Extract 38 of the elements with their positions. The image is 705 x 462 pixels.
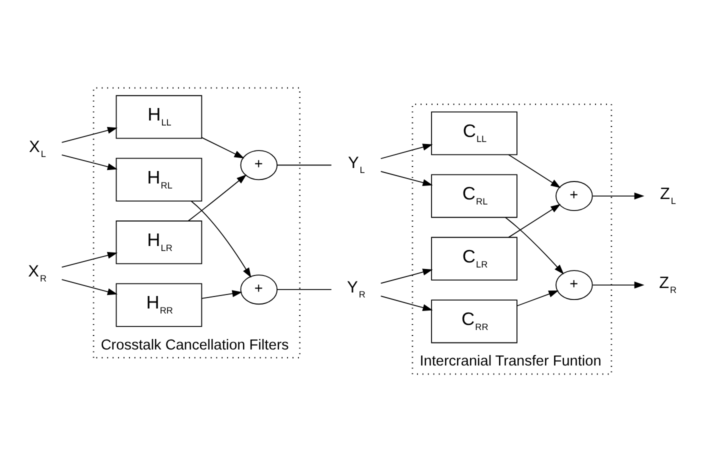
node-box: C$_{LL}$ xyxy=(431,112,518,156)
node-box: C$_{RR}$ xyxy=(431,300,518,344)
node-box: H$_{LL}$ xyxy=(116,95,202,139)
arrow xyxy=(190,200,252,278)
node-ellipse: + xyxy=(556,270,593,300)
node-text: X$_{R}$ xyxy=(28,262,47,284)
node-box: H$_{RL}$ xyxy=(116,158,202,202)
node-text: Z$_{L}$ xyxy=(660,185,676,206)
arrow xyxy=(201,137,244,158)
node-box: C$_{RL}$ xyxy=(431,174,518,218)
arrow xyxy=(380,296,433,312)
arrow xyxy=(508,154,561,188)
arrow xyxy=(61,126,118,143)
arrow xyxy=(380,268,433,284)
arrow xyxy=(61,252,118,268)
arrow xyxy=(592,282,644,289)
node-box: H$_{RR}$ xyxy=(116,283,202,327)
arrow xyxy=(188,174,247,222)
arrow xyxy=(61,279,118,296)
node-text: Z$_{R}$ xyxy=(659,274,677,296)
node-text: Y$_{L}$ xyxy=(348,154,365,176)
arrow xyxy=(508,204,561,238)
node-text: X$_{L}$ xyxy=(29,138,46,159)
arrow xyxy=(380,171,433,186)
node-box: C$_{LR}$ xyxy=(431,236,518,281)
arrow xyxy=(516,290,559,306)
arrow xyxy=(61,154,118,170)
connector xyxy=(276,164,332,166)
connector xyxy=(276,289,332,290)
arrow xyxy=(592,192,644,200)
node-ellipse: + xyxy=(556,181,593,212)
node-text: Y$_{R}$ xyxy=(347,278,366,300)
arrow xyxy=(380,144,433,160)
node-ellipse: + xyxy=(240,150,278,180)
node-box: H$_{LR}$ xyxy=(116,220,202,264)
arrow xyxy=(201,290,242,299)
node-ellipse: + xyxy=(240,274,278,305)
arrow xyxy=(504,216,564,274)
